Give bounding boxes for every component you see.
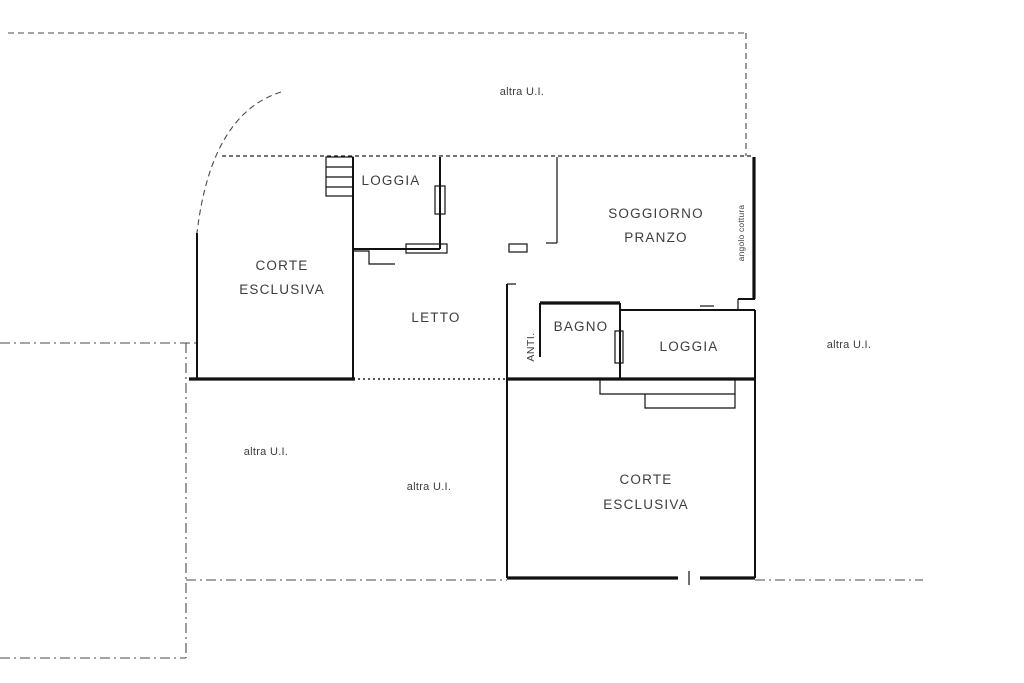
walls [189, 157, 756, 585]
label-bagno: BAGNO [554, 319, 609, 334]
label-altra-ui-right: altra U.I. [827, 339, 872, 351]
outdoor-step-outer [599, 379, 736, 395]
label-soggiorno-line2: PRANZO [624, 230, 687, 245]
labels: altra U.I. LOGGIA SOGGIORNO PRANZO angol… [239, 86, 871, 512]
entry-door-symbol [508, 243, 528, 253]
label-altra-ui-bottom-left: altra U.I. [244, 446, 289, 458]
bagno-loggia-door-symbol [614, 330, 624, 364]
label-corte-bottom-line1: CORTE [619, 472, 672, 487]
label-corte-left-line2: ESCLUSIVA [239, 282, 325, 297]
label-anti: ANTI. [525, 332, 537, 361]
loggia-doorsill-symbol [405, 243, 448, 254]
label-letto: LETTO [411, 310, 460, 325]
outdoor-step-inner [644, 394, 736, 409]
label-corte-bottom-line2: ESCLUSIVA [603, 497, 689, 512]
symbols [325, 156, 736, 409]
label-soggiorno-line1: SOGGIORNO [608, 206, 704, 221]
boundary-curved-corner [196, 91, 282, 234]
letto-step-jog [353, 250, 395, 265]
label-altra-ui-bottom-middle: altra U.I. [407, 481, 452, 493]
property-boundary-lines [0, 32, 923, 659]
label-angolo-cottura: angolo cottura [736, 205, 746, 262]
label-loggia-top: LOGGIA [362, 173, 421, 188]
loggia-window-symbol [434, 185, 446, 215]
label-loggia-right: LOGGIA [660, 339, 719, 354]
label-corte-left-line1: CORTE [255, 258, 308, 273]
label-altra-ui-top: altra U.I. [500, 86, 545, 98]
